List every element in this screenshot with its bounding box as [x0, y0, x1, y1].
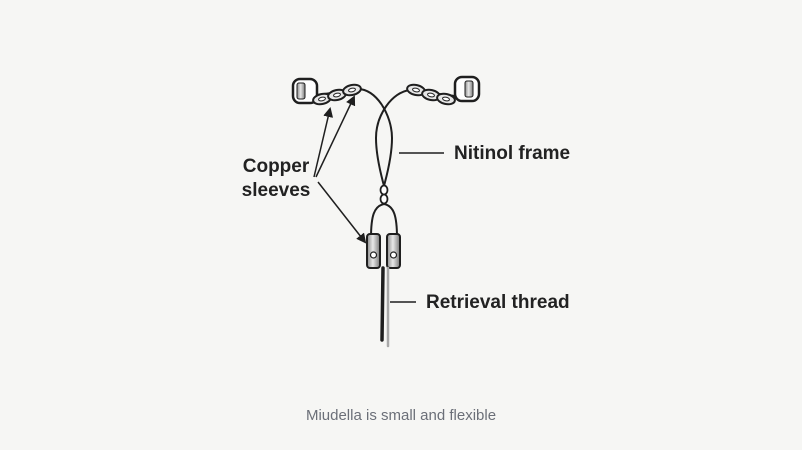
retrieval-thread: [380, 266, 390, 348]
copper-sleeves-arrows: [313, 95, 367, 244]
left-copper-sleeves: [312, 83, 362, 106]
lower-loop: [370, 203, 398, 239]
copper-sleeves-label-line2: sleeves: [242, 180, 311, 201]
stem-copper-sleeves: [366, 233, 401, 269]
stem-links: [379, 184, 389, 205]
left-arm-tip: [291, 77, 319, 105]
right-copper-highlights: [412, 87, 450, 102]
nitinol-frame: [316, 87, 456, 187]
left-copper-highlights: [318, 87, 356, 102]
right-arm-tip: [453, 75, 481, 103]
nitinol-frame-label: Nitinol frame: [454, 143, 570, 164]
copper-sleeves-label-line1: Copper: [243, 156, 310, 177]
diagram-caption: Miudella is small and flexible: [305, 407, 497, 424]
retrieval-thread-label: Retrieval thread: [426, 292, 570, 313]
